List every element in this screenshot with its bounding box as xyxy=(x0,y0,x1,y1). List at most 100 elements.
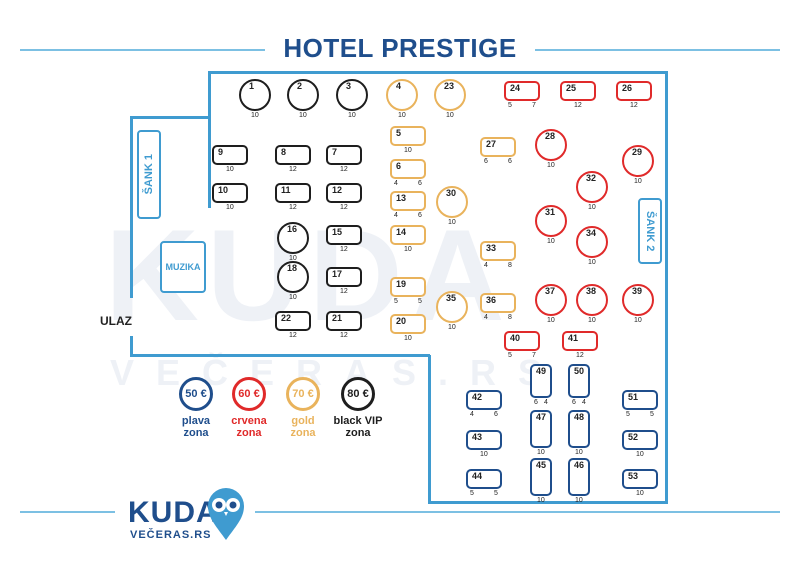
seat-count: 10 xyxy=(547,162,555,169)
table-2[interactable] xyxy=(287,79,319,111)
table-5[interactable] xyxy=(390,126,426,146)
seat-count: 6 xyxy=(418,212,422,219)
table-18[interactable] xyxy=(277,261,309,293)
table-53[interactable] xyxy=(622,469,658,489)
legend-zone-label: zona xyxy=(236,427,262,439)
table-27[interactable] xyxy=(480,137,516,157)
table-44[interactable] xyxy=(466,469,502,489)
table-25[interactable] xyxy=(560,81,596,101)
seat-count: 10 xyxy=(446,112,454,119)
music-area-label: MUZIKA xyxy=(165,262,201,272)
footer-rule-right xyxy=(255,511,780,513)
legend-price-circle: 50 € xyxy=(179,377,213,411)
table-10[interactable] xyxy=(212,183,248,203)
seat-count: 4 xyxy=(484,314,488,321)
seat-count: 10 xyxy=(588,317,596,324)
table-number: 3 xyxy=(346,81,352,91)
seat-count: 10 xyxy=(448,324,456,331)
table-16[interactable] xyxy=(277,222,309,254)
table-number: 12 xyxy=(332,185,343,195)
table-41[interactable] xyxy=(562,331,598,351)
table-47[interactable] xyxy=(530,410,552,448)
table-7[interactable] xyxy=(326,145,362,165)
table-number: 48 xyxy=(574,412,585,422)
seat-count: 10 xyxy=(537,497,545,504)
seat-count: 5 xyxy=(508,102,512,109)
seat-count: 10 xyxy=(636,490,644,497)
table-number: 19 xyxy=(396,279,407,289)
table-6[interactable] xyxy=(390,159,426,179)
table-8[interactable] xyxy=(275,145,311,165)
table-33[interactable] xyxy=(480,241,516,261)
seat-count: 5 xyxy=(470,490,474,497)
title-rule-left xyxy=(20,49,265,51)
table-number: 39 xyxy=(632,286,643,296)
table-34[interactable] xyxy=(576,226,608,258)
table-11[interactable] xyxy=(275,183,311,203)
table-49[interactable] xyxy=(530,364,552,398)
table-13[interactable] xyxy=(390,191,426,211)
table-32[interactable] xyxy=(576,171,608,203)
seat-count: 10 xyxy=(634,317,642,324)
table-15[interactable] xyxy=(326,225,362,245)
table-14[interactable] xyxy=(390,225,426,245)
page-title: HOTEL PRESTIGE xyxy=(283,33,517,63)
seat-count: 10 xyxy=(575,497,583,504)
seat-count: 12 xyxy=(574,102,582,109)
table-42[interactable] xyxy=(466,390,502,410)
seat-count: 4 xyxy=(582,399,586,406)
table-48[interactable] xyxy=(568,410,590,448)
table-1[interactable] xyxy=(239,79,271,111)
seat-count: 10 xyxy=(634,178,642,185)
table-number: 15 xyxy=(332,227,343,237)
table-51[interactable] xyxy=(622,390,658,410)
seat-count: 8 xyxy=(508,262,512,269)
table-21[interactable] xyxy=(326,311,362,331)
table-3[interactable] xyxy=(336,79,368,111)
table-19[interactable] xyxy=(390,277,426,297)
legend-zone-label: plava xyxy=(181,415,211,427)
entrance-label: ULAZ xyxy=(100,314,132,328)
seat-count: 10 xyxy=(398,112,406,119)
table-39[interactable] xyxy=(622,284,654,316)
table-20[interactable] xyxy=(390,314,426,334)
table-number: 9 xyxy=(218,147,224,157)
seat-count: 4 xyxy=(470,411,474,418)
table-number: 44 xyxy=(472,471,483,481)
table-22[interactable] xyxy=(275,311,311,331)
table-number: 30 xyxy=(446,188,457,198)
table-number: 31 xyxy=(545,207,556,217)
table-43[interactable] xyxy=(466,430,502,450)
table-number: 2 xyxy=(297,81,303,91)
table-number: 52 xyxy=(628,432,639,442)
seat-count: 12 xyxy=(289,166,297,173)
table-50[interactable] xyxy=(568,364,590,398)
table-38[interactable] xyxy=(576,284,608,316)
seat-count: 5 xyxy=(394,298,398,305)
table-12[interactable] xyxy=(326,183,362,203)
bar-2: ŠANK 2 xyxy=(638,198,662,264)
table-17[interactable] xyxy=(326,267,362,287)
table-24[interactable] xyxy=(504,81,540,101)
table-9[interactable] xyxy=(212,145,248,165)
table-31[interactable] xyxy=(535,205,567,237)
seat-count: 7 xyxy=(532,102,536,109)
table-45[interactable] xyxy=(530,458,552,496)
legend-zone-label: crvena xyxy=(231,415,267,427)
seat-count: 10 xyxy=(448,219,456,226)
table-4[interactable] xyxy=(386,79,418,111)
table-30[interactable] xyxy=(436,186,468,218)
table-35[interactable] xyxy=(436,291,468,323)
table-23[interactable] xyxy=(434,79,466,111)
seat-count: 10 xyxy=(251,112,259,119)
table-52[interactable] xyxy=(622,430,658,450)
table-28[interactable] xyxy=(535,129,567,161)
table-36[interactable] xyxy=(480,293,516,313)
table-29[interactable] xyxy=(622,145,654,177)
table-26[interactable] xyxy=(616,81,652,101)
table-46[interactable] xyxy=(568,458,590,496)
seat-count: 10 xyxy=(289,294,297,301)
table-number: 42 xyxy=(472,392,483,402)
table-37[interactable] xyxy=(535,284,567,316)
table-40[interactable] xyxy=(504,331,540,351)
